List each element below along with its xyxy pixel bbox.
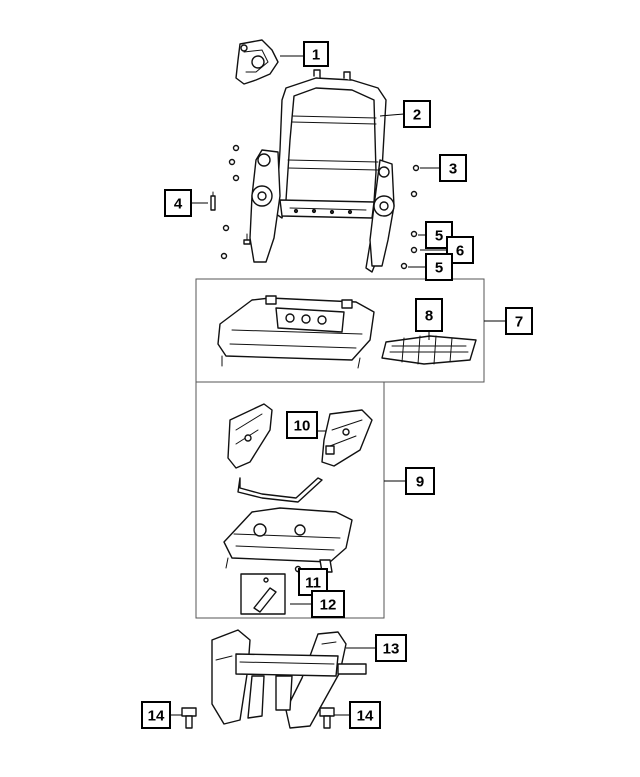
part-bolt-left	[181, 707, 197, 729]
part-lower-adjuster	[223, 507, 353, 573]
callout-13: 13	[375, 634, 407, 662]
callout-2-label: 2	[413, 107, 421, 124]
callout-4-label: 4	[174, 196, 183, 213]
callout-14-right: 14	[349, 701, 381, 729]
callout-14-left-label: 14	[148, 708, 165, 725]
callout-5-lower-label: 5	[435, 260, 443, 277]
part-bolt-right	[319, 707, 335, 729]
callout-5-lower: 5	[425, 253, 453, 281]
part-cushion-mat	[381, 335, 477, 365]
part-recliner-bracket	[235, 39, 279, 85]
callout-7-label: 7	[515, 314, 523, 331]
part-seat-back-frame	[249, 69, 395, 273]
part-pin	[210, 191, 216, 211]
callout-8-label: 8	[425, 308, 433, 325]
callout-1-label: 1	[312, 47, 320, 64]
callout-5-upper-label: 5	[435, 228, 443, 245]
callout-13-label: 13	[383, 641, 400, 658]
callout-1: 1	[303, 41, 329, 67]
group-frame-9	[195, 381, 385, 619]
callout-9-label: 9	[416, 474, 424, 491]
callout-12-label: 12	[320, 597, 337, 614]
callout-11-label: 11	[305, 575, 321, 592]
callout-3: 3	[439, 154, 467, 182]
callout-2: 2	[403, 100, 431, 128]
part-12-detail-box	[240, 573, 286, 615]
callout-14-right-label: 14	[357, 708, 374, 725]
part-seat-riser	[211, 629, 367, 729]
callout-7: 7	[505, 307, 533, 335]
callout-8: 8	[415, 298, 443, 332]
part-left-track	[227, 403, 273, 469]
part-cushion-frame	[217, 295, 375, 369]
callout-10-label: 10	[294, 418, 311, 435]
part-towel-bar	[237, 477, 323, 503]
part-small-bolts	[220, 144, 420, 270]
part-right-track	[321, 409, 373, 467]
callout-14-left: 14	[141, 701, 171, 729]
callout-6: 6	[446, 236, 474, 264]
callout-4: 4	[164, 189, 192, 217]
callout-6-label: 6	[456, 243, 464, 260]
callout-10: 10	[286, 411, 318, 439]
callout-3-label: 3	[449, 161, 457, 178]
callout-12: 12	[311, 590, 345, 618]
callout-9: 9	[405, 467, 435, 495]
